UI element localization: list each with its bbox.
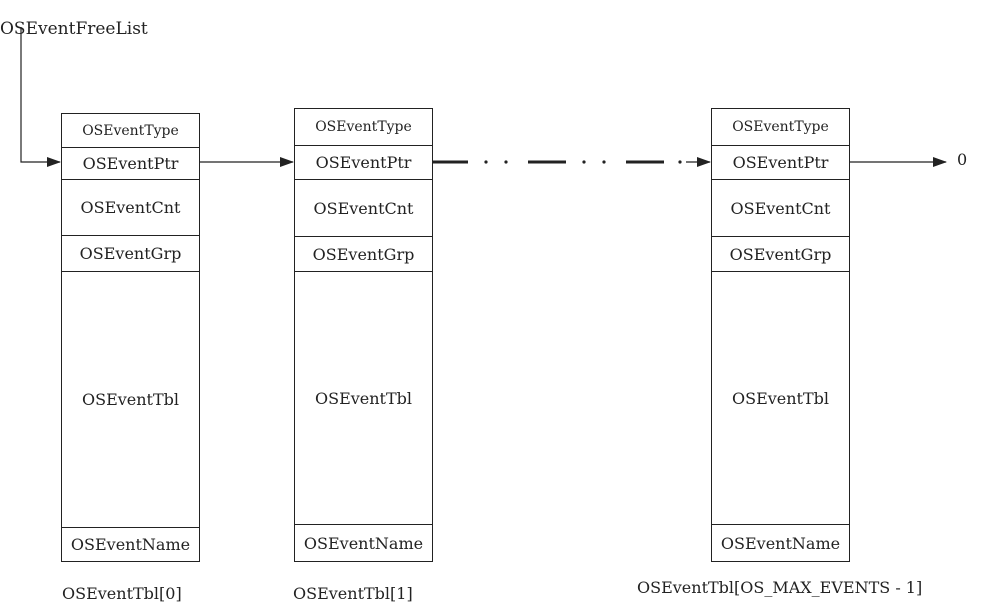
- field-event-type: OSEventType: [712, 109, 849, 146]
- block-caption-last: OSEventTbl[OS_MAX_EVENTS - 1]: [637, 578, 923, 597]
- field-event-grp: OSEventGrp: [295, 237, 432, 272]
- field-event-tbl: OSEventTbl: [62, 272, 199, 528]
- field-event-name: OSEventName: [70, 535, 191, 554]
- block-caption-0: OSEventTbl[0]: [62, 584, 182, 603]
- field-event-cnt: OSEventCnt: [295, 180, 432, 237]
- free-list-pointer-line: [20, 27, 61, 167]
- field-event-ptr: OSEventPtr: [712, 146, 849, 180]
- field-event-cnt: OSEventCnt: [712, 180, 849, 237]
- event-block-0: OSEventType OSEventPtr OSEventCnt OSEven…: [61, 113, 200, 562]
- ellipsis-link: [432, 157, 711, 167]
- field-event-cnt: OSEventCnt: [62, 180, 199, 236]
- field-event-name: OSEventName: [303, 533, 424, 553]
- field-event-type: OSEventType: [295, 109, 432, 146]
- event-block-1: OSEventType OSEventPtr OSEventCnt OSEven…: [294, 108, 433, 562]
- field-event-name: OSEventName: [720, 533, 841, 553]
- field-event-grp: OSEventGrp: [712, 237, 849, 272]
- field-event-tbl: OSEventTbl: [712, 272, 849, 525]
- field-event-ptr: OSEventPtr: [62, 148, 199, 180]
- event-block-last: OSEventType OSEventPtr OSEventCnt OSEven…: [711, 108, 850, 562]
- field-event-grp: OSEventGrp: [62, 236, 199, 272]
- field-event-type: OSEventType: [62, 114, 199, 148]
- terminator-label: 0: [957, 150, 968, 169]
- field-event-tbl: OSEventTbl: [295, 272, 432, 525]
- block-caption-1: OSEventTbl[1]: [293, 584, 413, 603]
- free-list-label: OSEventFreeList: [0, 19, 148, 39]
- field-event-ptr: OSEventPtr: [295, 146, 432, 180]
